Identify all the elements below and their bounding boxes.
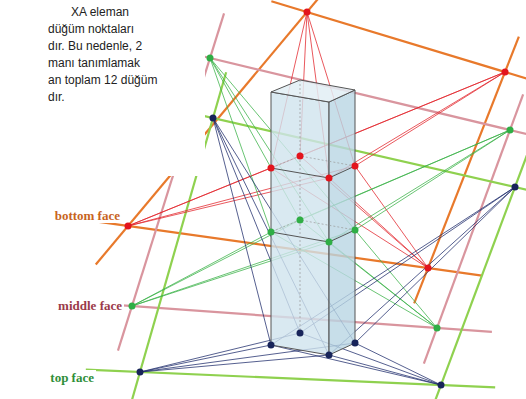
node-dot <box>268 165 275 172</box>
element-boundary <box>271 230 355 242</box>
node-dot <box>438 382 445 389</box>
face-label: bottom face <box>53 208 122 223</box>
node-dot <box>326 352 333 359</box>
node-dot <box>268 342 275 349</box>
node-line <box>140 355 329 372</box>
note-ground <box>0 0 205 176</box>
note-text: manı tanımlamak <box>48 57 140 69</box>
note-text: XA eleman <box>71 6 129 18</box>
node-dot <box>326 239 333 246</box>
node-dot <box>297 153 304 160</box>
node-dot <box>425 265 432 272</box>
hidden-edge <box>271 156 355 168</box>
node-line <box>140 345 271 372</box>
node-dot <box>137 369 144 376</box>
box-front <box>271 92 329 355</box>
note-text: düğüm noktaları <box>48 23 134 35</box>
node-line <box>355 230 437 328</box>
hidden-edge <box>300 80 301 333</box>
node-dot <box>268 229 275 236</box>
node-line <box>355 343 441 385</box>
node-dot <box>434 325 441 332</box>
node-dot <box>297 330 304 337</box>
middle-plane <box>424 94 523 363</box>
node-dot <box>502 69 509 76</box>
node-dot <box>512 184 519 191</box>
note-text: dır. Bu nedenle, 2 <box>48 40 142 52</box>
box-side <box>329 90 355 355</box>
top-plane <box>428 151 526 399</box>
node-line <box>355 187 515 343</box>
node-dot <box>210 115 217 122</box>
node-dots <box>125 9 519 389</box>
note-text: an toplam 12 düğüm <box>48 74 157 86</box>
bottom-plane <box>414 37 519 304</box>
box-top <box>271 80 355 102</box>
face-label: middle face <box>56 298 124 313</box>
hidden-edge <box>271 220 355 232</box>
node-line <box>210 58 271 232</box>
node-dot <box>352 163 359 170</box>
note-text: dır. <box>48 91 65 103</box>
node-line <box>329 187 515 355</box>
node-dot <box>129 303 136 310</box>
node-dot <box>507 127 514 134</box>
node-dot <box>297 217 304 224</box>
node-line <box>213 118 271 345</box>
hexa-box <box>271 80 355 355</box>
node-dot <box>352 227 359 234</box>
node-line <box>355 166 428 268</box>
node-line <box>355 72 505 166</box>
face-label: top face <box>48 370 96 385</box>
node-dot <box>304 9 311 16</box>
node-dot <box>125 223 132 230</box>
top-plane <box>86 370 495 388</box>
node-dot <box>326 175 333 182</box>
element-boundary <box>271 166 355 178</box>
bottom-plane <box>271 1 526 83</box>
node-line <box>329 355 441 385</box>
node-dot <box>352 340 359 347</box>
node-dot <box>207 55 214 62</box>
node-line <box>329 130 510 242</box>
